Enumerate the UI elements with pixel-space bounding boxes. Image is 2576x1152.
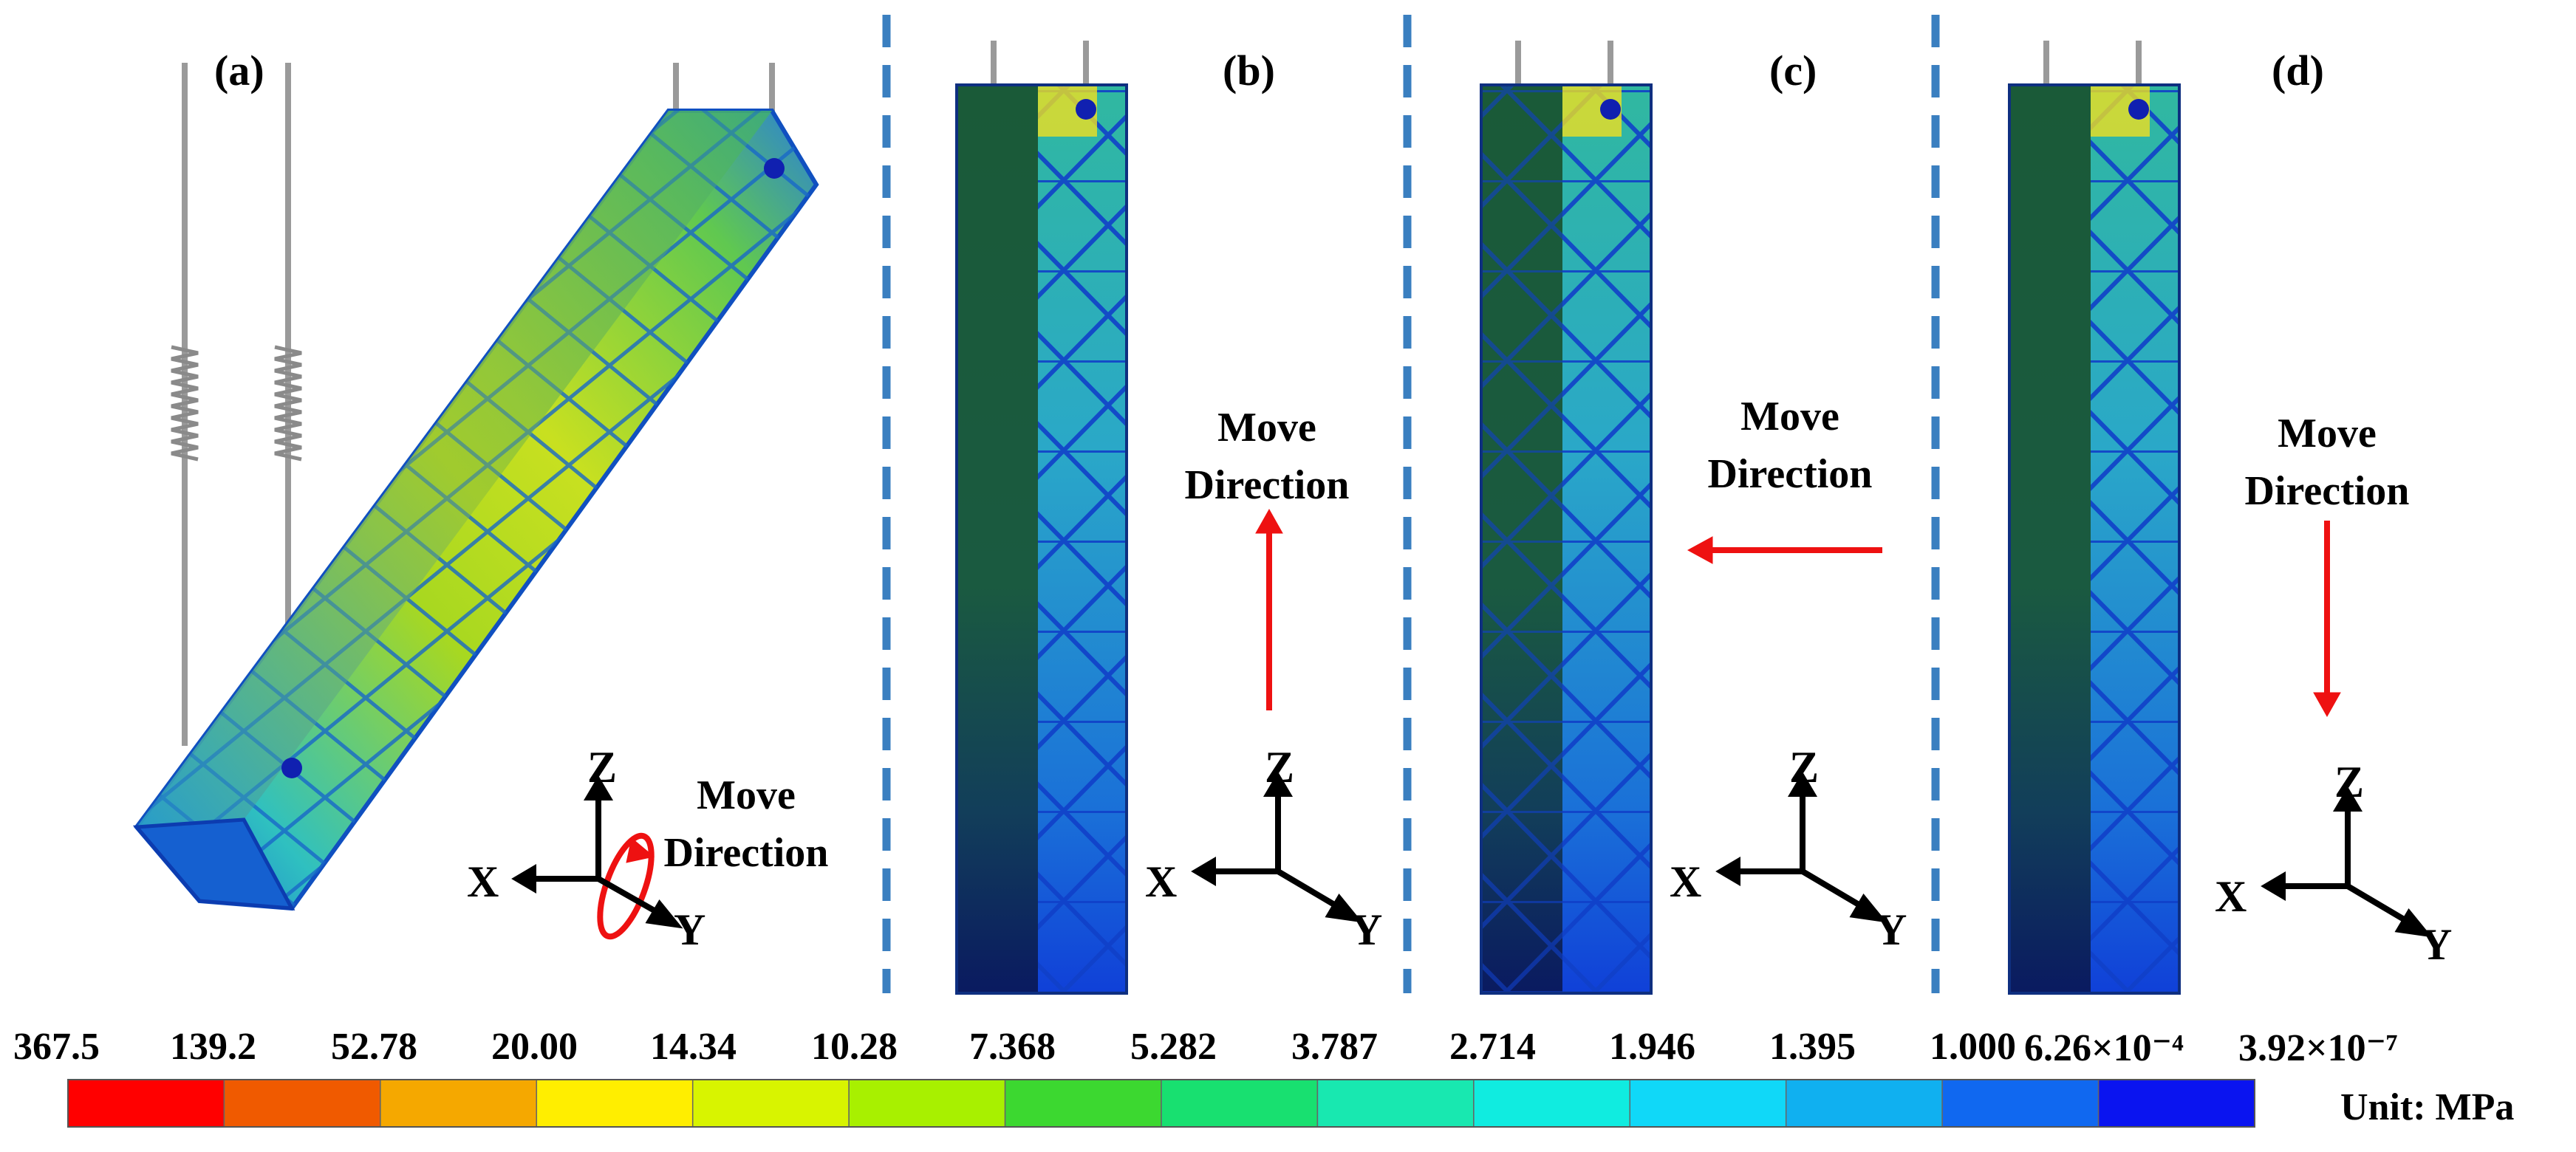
axis-y-c: Y xyxy=(1875,905,1907,954)
colorbar-swatch xyxy=(1316,1079,1475,1128)
axis-y-b: Y xyxy=(1350,905,1383,954)
panel-b-structure xyxy=(955,41,1128,995)
panel-label-b: (b) xyxy=(1223,47,1275,95)
move-word: Move xyxy=(2278,411,2377,456)
colorbar-swatch xyxy=(536,1079,694,1128)
axis-x-a: X xyxy=(467,857,499,906)
colorbar-swatch xyxy=(380,1079,538,1128)
colorbar-tick: 20.00 xyxy=(491,1026,578,1068)
colorbar-tick: 139.2 xyxy=(170,1026,256,1068)
axis-y-a: Y xyxy=(674,905,706,954)
colorbar-tick: 2.714 xyxy=(1449,1026,1536,1068)
colorbar-swatch xyxy=(223,1079,381,1128)
colorbar-tick: 10.28 xyxy=(811,1026,898,1068)
direction-word: Direction xyxy=(663,830,829,876)
axis-x-b: X xyxy=(1145,857,1178,906)
colorbar-tick: 7.368 xyxy=(969,1026,1056,1068)
move-direction-label-b: Move Direction xyxy=(1160,399,1374,514)
colorbar-tick: 6.26×10⁻⁴ xyxy=(2024,1027,2184,1069)
colorbar-tick: 52.78 xyxy=(331,1026,417,1068)
move-direction-label-c: Move Direction xyxy=(1683,388,1897,503)
move-word: Move xyxy=(1217,405,1316,450)
direction-word: Direction xyxy=(2244,468,2410,514)
axis-z-b: Z xyxy=(1265,743,1295,792)
direction-word: Direction xyxy=(1184,462,1350,508)
axis-y-d: Y xyxy=(2420,920,2453,969)
colorbar xyxy=(67,1079,2255,1128)
axis-z-a: Z xyxy=(587,743,618,792)
move-arrows xyxy=(597,508,2341,940)
colorbar-tick: 5.282 xyxy=(1130,1026,1217,1068)
colorbar-tick: 3.92×10⁻⁷ xyxy=(2238,1027,2398,1069)
panel-label-a: (a) xyxy=(214,47,264,95)
colorbar-swatch xyxy=(1629,1079,1787,1128)
colorbar-swatch xyxy=(67,1079,225,1128)
colorbar-tick: 1.395 xyxy=(1769,1026,1856,1068)
move-word: Move xyxy=(697,772,796,818)
rotation-arrow-a xyxy=(597,832,655,940)
colorbar-tick: 1.000 xyxy=(1930,1026,2016,1068)
colorbar-swatch xyxy=(1004,1079,1162,1128)
axis-z-c: Z xyxy=(1789,743,1820,792)
colorbar-swatch xyxy=(848,1079,1006,1128)
colorbar-swatch xyxy=(1161,1079,1319,1128)
axis-x-c: X xyxy=(1670,857,1702,906)
move-direction-label-d: Move Direction xyxy=(2220,405,2434,520)
panel-c-structure xyxy=(1480,41,1653,995)
colorbar-unit: Unit: MPa xyxy=(2340,1086,2515,1128)
axis-triads xyxy=(511,772,2433,938)
colorbar-swatch xyxy=(2097,1079,2255,1128)
colorbar-tick: 367.5 xyxy=(13,1026,100,1068)
panel-a-structure xyxy=(132,63,819,911)
direction-word: Direction xyxy=(1707,451,1873,497)
colorbar-frame xyxy=(67,1079,2255,1128)
colorbar-swatch xyxy=(1473,1079,1631,1128)
axis-x-d: X xyxy=(2215,872,2247,921)
colorbar-swatch xyxy=(1785,1079,1943,1128)
axis-z-d: Z xyxy=(2334,758,2365,806)
colorbar-swatch xyxy=(1941,1079,2100,1128)
colorbar-tick: 3.787 xyxy=(1291,1026,1378,1068)
panel-label-d: (d) xyxy=(2272,47,2324,95)
panel-d-structure xyxy=(2008,41,2181,995)
colorbar-swatch xyxy=(691,1079,850,1128)
colorbar-tick: 1.946 xyxy=(1609,1026,1695,1068)
move-direction-label-a: Move Direction xyxy=(639,767,853,882)
panel-dividers xyxy=(882,15,1940,993)
move-word: Move xyxy=(1740,394,1839,439)
panel-label-c: (c) xyxy=(1769,47,1817,95)
colorbar-tick: 14.34 xyxy=(650,1026,737,1068)
